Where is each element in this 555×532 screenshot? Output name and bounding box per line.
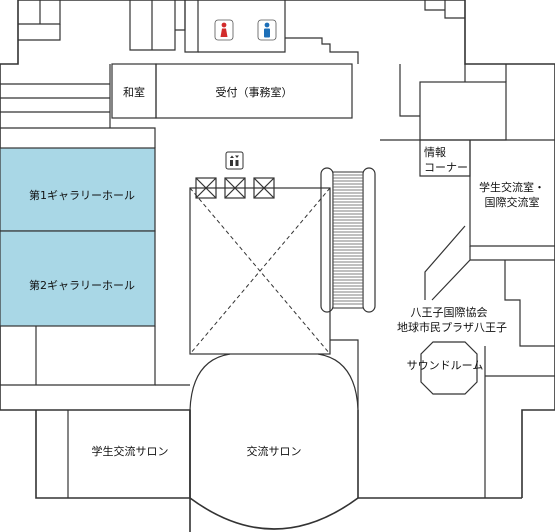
elevator-shafts [195,177,275,199]
female-restroom-icon [214,19,234,41]
escalator-steps [333,174,363,305]
gakusei-room-label-line2: 国際交流室 [485,195,540,209]
joho-corner-label-line2: コーナー [424,161,468,174]
sound-room: サウンドルーム [407,341,484,395]
male-restroom-icon [257,19,277,41]
student-salon: 学生交流サロン [67,410,169,498]
atrium-void [189,187,331,355]
student-salon-label: 学生交流サロン [92,444,169,458]
washitsu-room: 和室 [111,63,157,119]
gallery-hall-1: 第1ギャラリーホール [0,147,156,232]
joho-corner-label-line1: 情報 [424,146,446,159]
washitsu-label: 和室 [123,85,145,99]
kokusai-kyokai-label-line1: 八王子国際協会 [411,306,488,319]
corridor-walls [155,339,359,410]
gakusei-kokusai-room: 学生交流室・ 国際交流室 [469,140,555,247]
angled-walls [424,225,555,498]
kokusai-kyokai-label-line2: 地球市民プラザ八王子 [397,320,507,334]
escalator [320,167,376,313]
right-top-rooms [380,64,555,141]
gallery-hall-1-label: 第1ギャラリーホール [29,188,135,202]
salon-label: 交流サロン [247,444,302,458]
salon: 交流サロン [189,444,359,530]
gakusei-room-label-line1: 学生交流室・ [479,180,545,194]
gallery-back-room [0,326,156,386]
joho-corner: 情報 コーナー [419,140,471,177]
sound-room-label: サウンドルーム [407,359,484,372]
uketsuke-room: 受付（事務室） [155,63,353,119]
left-stairs [0,64,156,148]
service-core [18,0,465,64]
gallery-hall-2: 第2ギャラリーホール [0,230,156,327]
uketsuke-label: 受付（事務室） [216,85,293,99]
gallery-hall-2-label: 第2ギャラリーホール [29,278,135,292]
kokusai-kyokai: 八王子国際協会 地球市民プラザ八王子 [397,306,507,334]
elevator-icon [225,151,244,170]
salon-curves [189,353,359,411]
